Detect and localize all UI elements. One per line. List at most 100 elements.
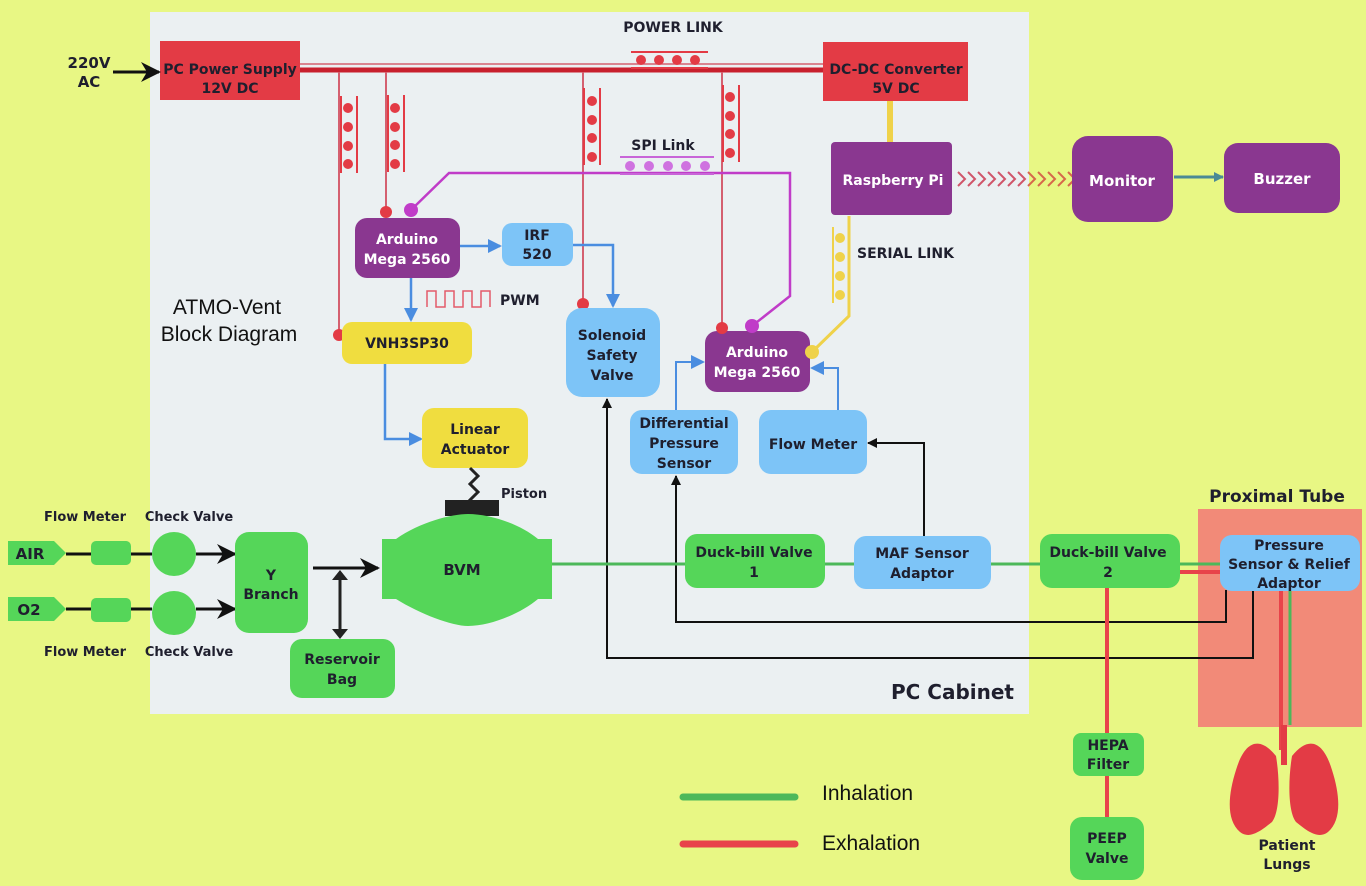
linear-actuator-block: Linear Actuator bbox=[422, 408, 528, 468]
irf520-block: IRF 520 bbox=[502, 223, 573, 266]
svg-text:2: 2 bbox=[1103, 565, 1113, 581]
svg-text:Sensor: Sensor bbox=[657, 456, 711, 472]
svg-text:Mega 2560: Mega 2560 bbox=[364, 252, 451, 268]
o2-input: O2 bbox=[8, 597, 66, 621]
piston-label: Piston bbox=[501, 487, 547, 502]
arduino1-spi-pin bbox=[404, 203, 418, 217]
svg-text:Sensor & Relief: Sensor & Relief bbox=[1228, 557, 1351, 573]
o2-flow-meter bbox=[91, 598, 131, 622]
svg-text:Buzzer: Buzzer bbox=[1253, 170, 1311, 188]
flow-meter-label-top: Flow Meter bbox=[44, 510, 127, 525]
solenoid-power-pin bbox=[577, 298, 589, 310]
pressure-sensor-relief-adaptor-block: Pressure Sensor & Relief Adaptor bbox=[1220, 535, 1360, 592]
svg-text:Mega 2560: Mega 2560 bbox=[714, 365, 801, 381]
arduino2-spi-pin bbox=[745, 319, 759, 333]
svg-text:Branch: Branch bbox=[243, 587, 298, 603]
maf-to-flowmeter-arrow bbox=[867, 438, 925, 536]
vnh3sp30-block: VNH3SP30 bbox=[342, 322, 472, 364]
svg-text:Reservoir: Reservoir bbox=[304, 652, 380, 668]
svg-text:Differential: Differential bbox=[639, 416, 728, 432]
pwm-label: PWM bbox=[500, 293, 540, 309]
flow-meter-sensor-block: Flow Meter bbox=[759, 410, 867, 474]
svg-text:5V DC: 5V DC bbox=[872, 81, 919, 97]
peep-valve-block: PEEP Valve bbox=[1070, 817, 1144, 880]
svg-text:Actuator: Actuator bbox=[441, 442, 510, 458]
air-input: AIR bbox=[8, 541, 66, 565]
raspberry-pi-block: Raspberry Pi bbox=[831, 142, 952, 215]
diffp-to-arduino2-arrow bbox=[675, 355, 705, 410]
svg-text:Linear: Linear bbox=[450, 422, 500, 438]
check-valve-label-bottom: Check Valve bbox=[145, 645, 234, 660]
y-branch-block: Y Branch bbox=[235, 532, 308, 633]
svg-text:12V DC: 12V DC bbox=[201, 81, 258, 97]
serial-link-line bbox=[810, 216, 851, 354]
svg-text:Y: Y bbox=[265, 568, 277, 584]
legend-inhalation-label: Inhalation bbox=[822, 782, 913, 805]
svg-text:Adaptor: Adaptor bbox=[890, 566, 954, 582]
svg-text:Valve: Valve bbox=[1086, 851, 1129, 867]
power-coils bbox=[340, 85, 740, 173]
arduino-mega-1-block: Arduino Mega 2560 bbox=[355, 218, 460, 278]
monitor-block: Monitor bbox=[1072, 136, 1173, 222]
svg-text:Pressure: Pressure bbox=[1254, 538, 1324, 554]
pc-cabinet-label: PC Cabinet bbox=[891, 680, 1014, 704]
svg-text:Adaptor: Adaptor bbox=[1257, 576, 1321, 592]
patient-lungs-icon bbox=[1229, 725, 1339, 835]
svg-text:Bag: Bag bbox=[327, 672, 357, 688]
differential-pressure-sensor-block: Differential Pressure Sensor bbox=[630, 410, 738, 474]
pressure-to-diffp-line bbox=[671, 475, 1227, 623]
piston-head bbox=[445, 500, 499, 516]
o2-check-valve bbox=[152, 591, 196, 635]
spi-link-label: SPI Link bbox=[631, 138, 695, 154]
mains-input-label-line2: AC bbox=[78, 73, 101, 91]
svg-text:Arduino: Arduino bbox=[376, 232, 438, 248]
svg-text:VNH3SP30: VNH3SP30 bbox=[365, 336, 449, 352]
svg-text:Filter: Filter bbox=[1087, 757, 1129, 773]
patient-lungs-label-line2: Lungs bbox=[1263, 857, 1310, 873]
svg-text:Valve: Valve bbox=[591, 368, 634, 384]
svg-text:1: 1 bbox=[749, 565, 759, 581]
rpi-to-monitor-link bbox=[957, 171, 1077, 187]
svg-text:MAF Sensor: MAF Sensor bbox=[875, 546, 969, 562]
power-link-label: POWER LINK bbox=[623, 20, 724, 36]
svg-text:Monitor: Monitor bbox=[1089, 172, 1156, 190]
arduino1-power-pin bbox=[380, 206, 392, 218]
duck-bill-valve-2-block: Duck-bill Valve 2 bbox=[1040, 534, 1180, 588]
svg-text:Duck-bill Valve: Duck-bill Valve bbox=[695, 545, 812, 561]
svg-text:O2: O2 bbox=[17, 601, 40, 619]
svg-text:Duck-bill Valve: Duck-bill Valve bbox=[1049, 545, 1166, 561]
pressure-to-solenoid-line bbox=[602, 398, 1254, 659]
serial-link-label: SERIAL LINK bbox=[857, 246, 955, 262]
svg-text:PEEP: PEEP bbox=[1087, 831, 1127, 847]
svg-text:Pressure: Pressure bbox=[649, 436, 719, 452]
diagram-title-line2: Block Diagram bbox=[161, 323, 298, 346]
legend-exhalation-label: Exhalation bbox=[822, 832, 920, 855]
reservoir-arrow-up bbox=[332, 570, 348, 580]
svg-text:520: 520 bbox=[522, 247, 551, 263]
air-check-valve bbox=[152, 532, 196, 576]
serial-link-symbol bbox=[832, 227, 845, 303]
irf-to-solenoid-arrow bbox=[573, 243, 620, 308]
reservoir-bag-block: Reservoir Bag bbox=[290, 639, 395, 698]
arduino2-power-pin bbox=[716, 322, 728, 334]
svg-text:Solenoid: Solenoid bbox=[578, 328, 646, 344]
hepa-filter-block: HEPA Filter bbox=[1073, 733, 1144, 776]
proximal-tube-label: Proximal Tube bbox=[1209, 487, 1345, 507]
flow-meter-label-bottom: Flow Meter bbox=[44, 645, 127, 660]
check-valve-label-top: Check Valve bbox=[145, 510, 234, 525]
reservoir-arrow-down bbox=[332, 629, 348, 639]
bvm-block: BVM bbox=[382, 514, 552, 626]
solenoid-safety-valve-block: Solenoid Safety Valve bbox=[566, 308, 660, 397]
svg-text:Flow Meter: Flow Meter bbox=[769, 437, 857, 453]
svg-text:DC-DC Converter: DC-DC Converter bbox=[829, 62, 962, 78]
legend: Inhalation Exhalation bbox=[679, 782, 920, 855]
spi-link-symbol bbox=[620, 156, 714, 175]
power-link-symbol bbox=[631, 51, 708, 69]
svg-text:Safety: Safety bbox=[587, 348, 638, 364]
patient-lungs-label-line1: Patient bbox=[1259, 838, 1316, 854]
dc-dc-converter-block: DC-DC Converter 5V DC bbox=[823, 42, 968, 101]
pwm-waveform-icon bbox=[426, 290, 491, 308]
svg-text:Arduino: Arduino bbox=[726, 345, 788, 361]
diagram-title-line1: ATMO-Vent bbox=[173, 296, 281, 319]
